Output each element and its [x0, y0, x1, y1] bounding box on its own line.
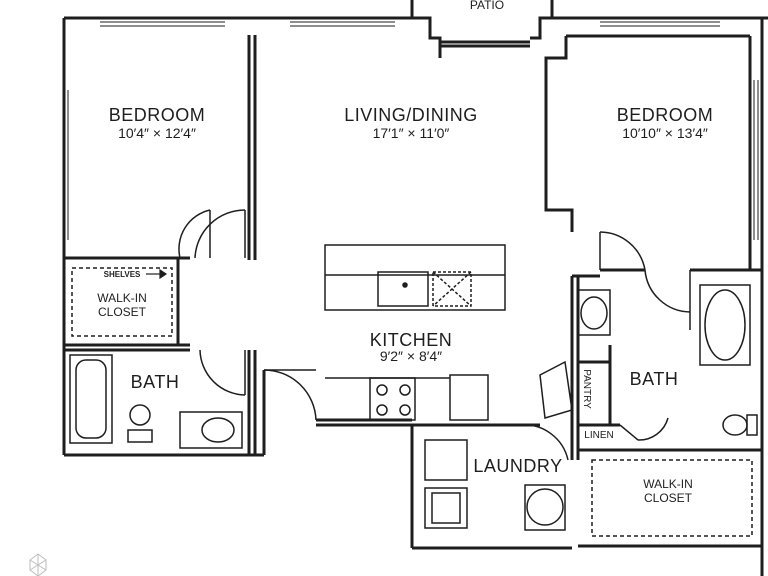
windows: [67, 21, 759, 240]
vanity-left: [179, 411, 243, 449]
laundry-label: LAUNDRY: [473, 456, 562, 476]
kitchen-label: KITCHEN: [370, 330, 453, 350]
linen-label: LINEN: [584, 430, 613, 441]
living-dining-label: LIVING/DINING: [344, 105, 478, 125]
refrigerator: [449, 374, 489, 421]
bath-right-label: BATH: [630, 369, 679, 389]
vanity-right: [577, 289, 611, 336]
walkin-closet-right-line2: CLOSET: [644, 491, 693, 505]
shelves-label: SHELVES: [104, 270, 141, 279]
bath-left-label: BATH: [131, 372, 180, 392]
arrow-icon: [146, 268, 168, 280]
washer: [424, 439, 468, 481]
logo-icon: [29, 553, 47, 576]
dryer: [424, 487, 468, 529]
walls: [62, 0, 768, 576]
bathtub-left: [69, 354, 113, 444]
kitchen-dims: 9′2″ × 8′4″: [380, 348, 442, 364]
walkin-closet-left-line1: WALK-IN: [97, 291, 147, 305]
walkin-closet-right-line1: WALK-IN: [643, 477, 693, 491]
toilet-right: [722, 414, 748, 436]
water-heater: [524, 484, 566, 531]
fixtures: [69, 244, 758, 537]
bedroom-right-dims: 10′10″ × 13′4″: [622, 125, 708, 141]
patio-label: PATIO: [470, 0, 504, 12]
doors: [178, 209, 691, 461]
sink-right: [580, 296, 608, 330]
bedroom-left-label: BEDROOM: [109, 105, 206, 125]
bathtub-right: [699, 284, 751, 366]
kitchen-island: [324, 244, 506, 311]
dishwasher: [432, 271, 472, 307]
bedroom-left-dims: 10′4″ × 12′4″: [118, 125, 196, 141]
pantry-label: PANTRY: [581, 369, 592, 409]
toilet-left: [127, 429, 153, 443]
walkin-closet-left-line2: CLOSET: [98, 305, 147, 319]
bedroom-right-label: BEDROOM: [617, 105, 714, 125]
kitchen-sink: [377, 271, 429, 307]
sink-left: [201, 417, 235, 443]
living-dining-dims: 17′1″ × 11′0″: [373, 125, 450, 141]
